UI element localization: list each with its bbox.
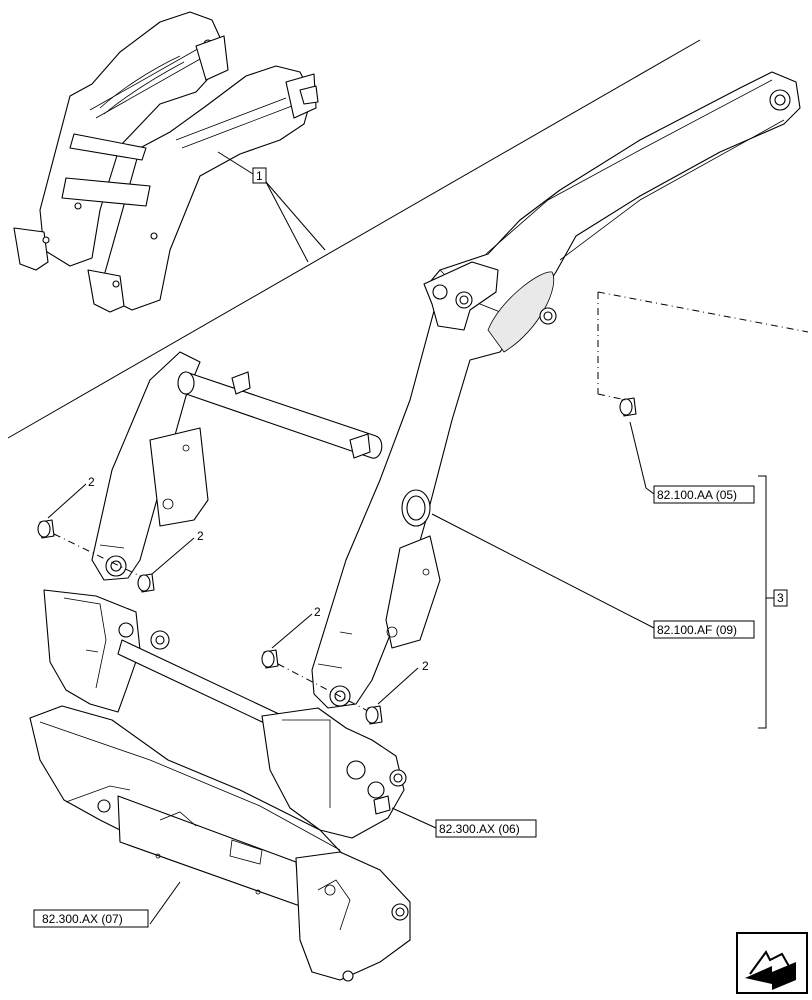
detail-outline [597, 291, 809, 401]
reference-82-100-af[interactable]: 82.100.AF (09) [431, 513, 755, 639]
callout-2-right-lower-text: 2 [422, 659, 429, 673]
callout-3-text: 3 [777, 591, 784, 605]
loader-boom [91, 71, 801, 709]
reference-82-100-af-text: 82.100.AF (09) [657, 623, 737, 637]
callout-2-left-lower[interactable]: 2 [151, 529, 204, 575]
callout-1[interactable]: 1 [217, 151, 326, 263]
callout-2-right-upper-text: 2 [314, 605, 321, 619]
callout-1-text: 1 [256, 169, 263, 183]
reference-82-300-ax-06[interactable]: 82.300.AX (06) [391, 807, 537, 838]
section-divider [7, 39, 701, 439]
callout-2-left-lower-text: 2 [197, 529, 204, 543]
callout-3-bracket[interactable]: 3 [758, 475, 788, 729]
callout-2-right-upper[interactable]: 2 [271, 605, 321, 649]
bushings [37, 397, 637, 725]
reference-82-300-ax-07[interactable]: 82.300.AX (07) [33, 881, 181, 928]
callout-2-left-upper[interactable]: 2 [47, 475, 95, 519]
reference-82-300-ax-07-text: 82.300.AX (07) [42, 912, 123, 926]
callout-2-left-upper-text: 2 [88, 475, 95, 489]
reference-82-100-aa-text: 82.100.AA (05) [657, 488, 737, 502]
loader-overview-illustration [13, 11, 319, 313]
navigation-arrow-icon[interactable] [736, 932, 808, 994]
mounting-frame [29, 589, 411, 982]
reference-82-300-ax-06-text: 82.300.AX (06) [439, 822, 520, 836]
reference-82-100-aa[interactable]: 82.100.AA (05) [629, 421, 755, 504]
callout-2-right-lower[interactable]: 2 [377, 659, 429, 705]
